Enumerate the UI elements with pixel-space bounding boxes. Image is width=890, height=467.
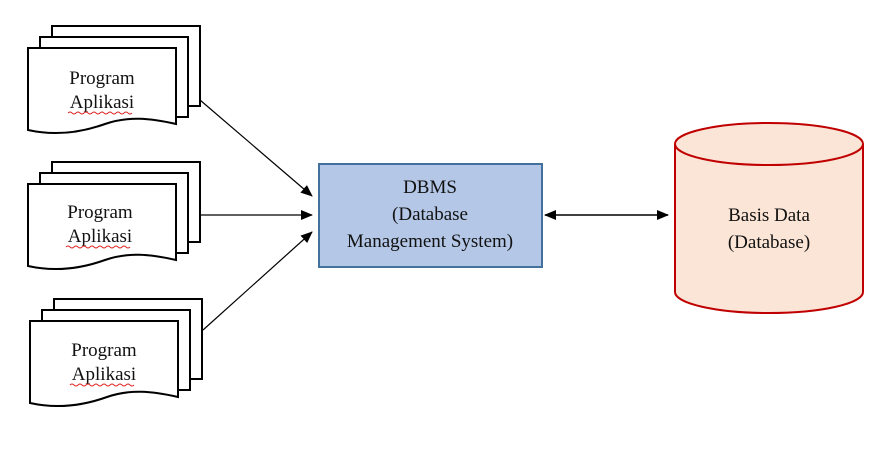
spellcheck-underline (65, 245, 131, 249)
spellcheck-underline (69, 383, 135, 387)
program-document-3: Program Aplikasi (29, 298, 203, 408)
document-page-front (29, 320, 179, 408)
program-label-line2: Aplikasi (70, 92, 134, 113)
dbms-subtitle-line2: Management System) (347, 231, 513, 252)
spellcheck-underline (67, 111, 133, 115)
dbms-rectangle (318, 163, 543, 268)
cylinder-top (674, 122, 864, 166)
program-document-1: Program Aplikasi (27, 25, 201, 135)
document-page-front (27, 183, 177, 271)
document-page-front (27, 47, 177, 135)
program-label-line1: Program (69, 68, 135, 89)
program-label-line2: Aplikasi (68, 226, 132, 247)
arrow-program3-to-dbms (202, 231, 313, 331)
program-label-line1: Program (71, 340, 137, 361)
dbms-subtitle-line1: (Database (392, 204, 468, 225)
cylinder-body (674, 144, 864, 314)
database-subtitle: (Database) (728, 232, 810, 253)
dbms-box: DBMS (Database Management System) (318, 163, 543, 268)
arrow-program1-to-dbms (199, 99, 313, 197)
program-document-2: Program Aplikasi (27, 161, 201, 271)
dbms-title: DBMS (403, 177, 457, 198)
program-label-line2: Aplikasi (72, 364, 136, 385)
database-cylinder: Basis Data (Database) (674, 122, 864, 314)
program-label-line1: Program (67, 202, 133, 223)
database-title: Basis Data (728, 205, 810, 226)
